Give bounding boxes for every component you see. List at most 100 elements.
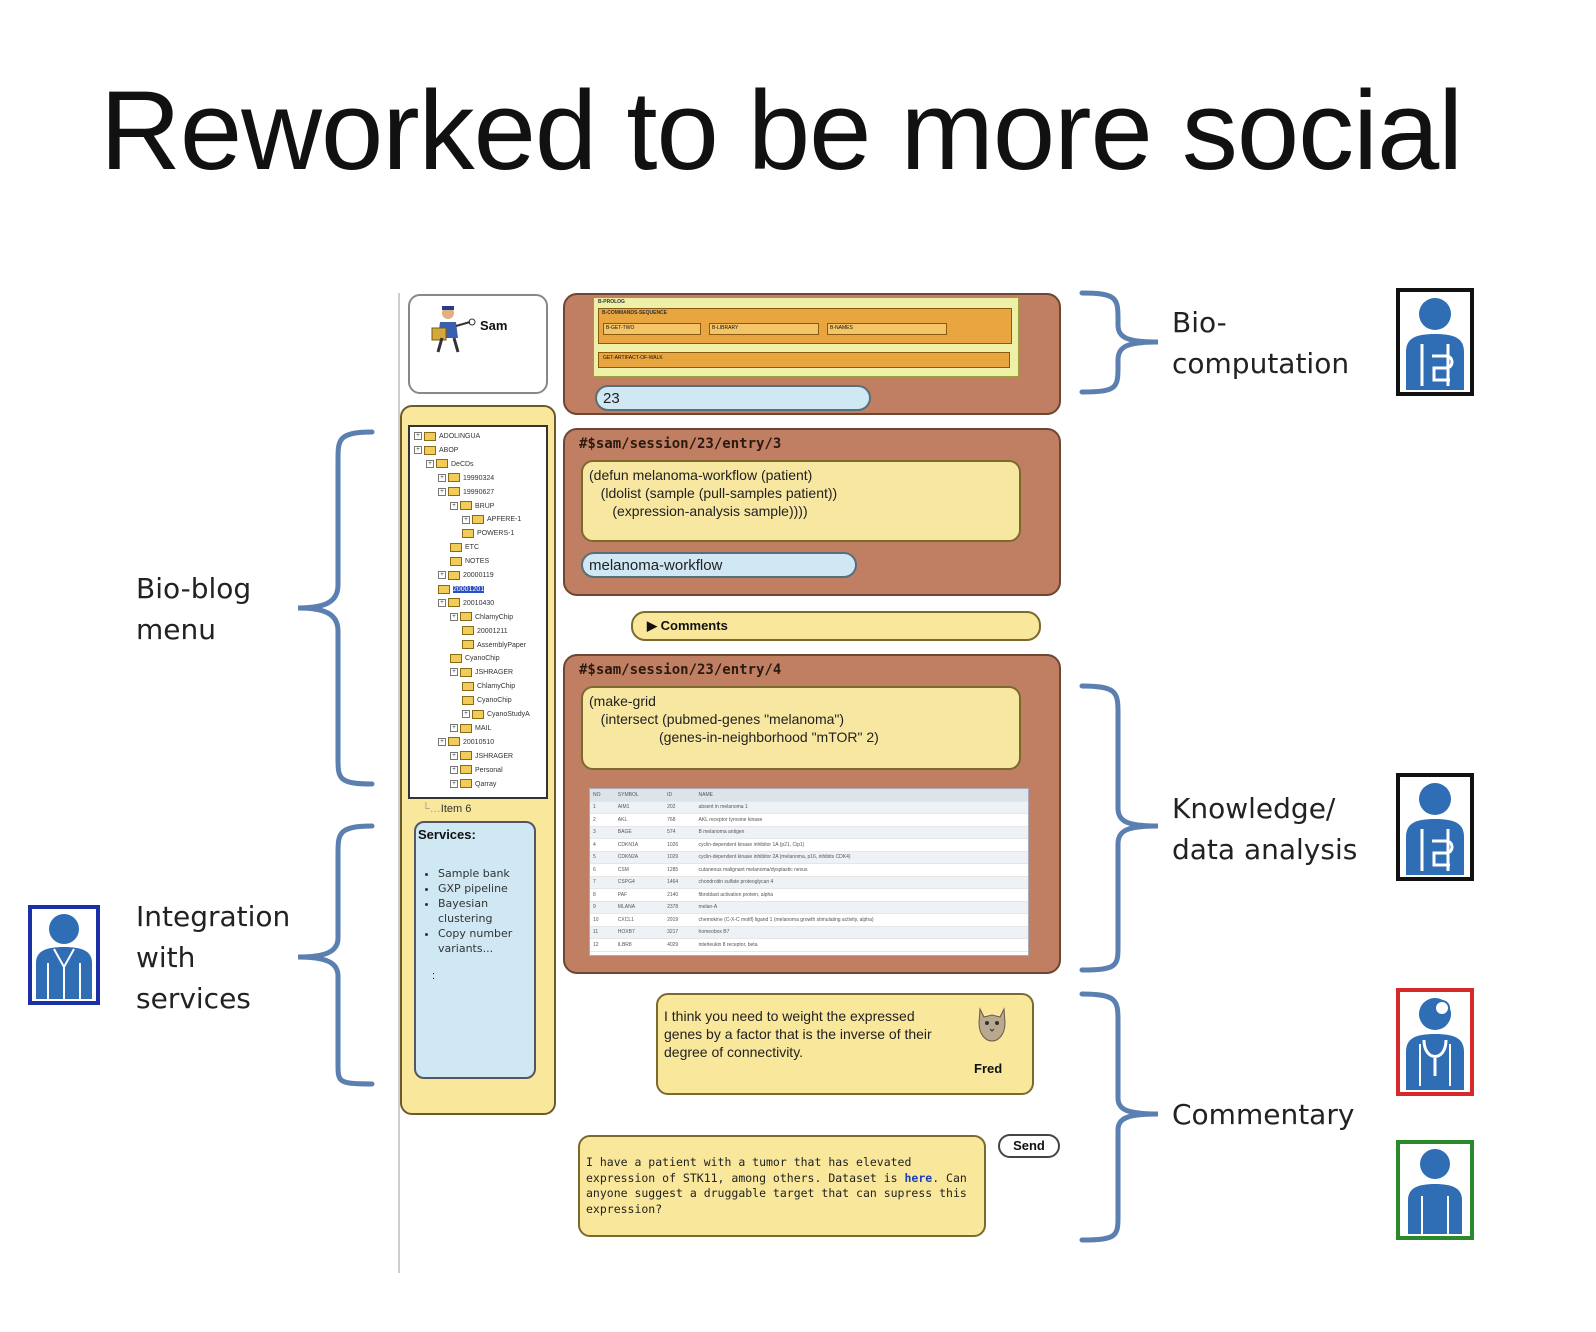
program-node[interactable]: B-GET-TWO [603,323,701,335]
table-cell: cutaneous malignant melanoma/dysplastic … [695,863,1028,877]
table-cell: cyclin-dependent kinase inhibitor 2A (me… [695,851,1028,864]
table-cell: cyclin-dependent kinase inhibitor 1A (p2… [695,838,1028,852]
tree-folder-item[interactable]: +BRUP [450,501,494,513]
tree-folder-item[interactable]: +ChlamyChip [450,612,513,624]
expand-toggle-icon[interactable]: + [450,501,458,510]
tree-folder-item[interactable]: +DeCDs [426,459,474,471]
expand-toggle-icon[interactable]: + [450,765,458,774]
profile-avatar-icon [431,306,476,353]
expand-toggle-icon[interactable]: + [438,737,446,746]
folder-icon [472,515,484,525]
folder-icon [462,626,474,636]
expand-toggle-icon[interactable]: + [450,612,458,621]
tree-folder-item[interactable]: +CyanoStudyA [462,709,530,721]
expand-toggle-icon[interactable]: + [438,487,446,496]
expand-toggle-icon[interactable]: + [450,668,458,677]
entry-path[interactable]: #$sam/session/23/entry/4 [579,662,782,678]
label-line: data analysis [1172,833,1358,866]
expand-toggle-icon[interactable]: + [438,598,446,607]
service-item[interactable]: Copy number variants... [438,926,534,956]
dataset-link[interactable]: here [904,1170,933,1185]
tree-folder-item[interactable]: 20001201 [438,584,485,596]
tree-folder-label: ETC [465,544,479,552]
program-node[interactable]: GET-ARTIFACT-OF-WALK [598,352,1010,368]
tree-folder-item[interactable]: POWERS-1 [462,528,514,540]
expand-toggle-icon[interactable]: + [414,432,422,441]
tree-folder-item[interactable]: 20001211 [462,626,508,638]
label-line: services [136,982,251,1015]
service-item[interactable]: Sample bank [438,866,534,881]
expand-toggle-icon[interactable]: + [462,710,470,719]
label-line: menu [136,613,216,646]
tree-folder-item[interactable]: +Personal [450,765,503,777]
tree-folder-item[interactable]: ChlamyChip [462,681,515,693]
blog-tree[interactable]: +ADOLINGUA+ABOP+DeCDs+19990324+19990627+… [408,425,548,799]
tree-folder-item[interactable]: +JSHRAGER [450,751,513,763]
table-cell: AIM1 [614,801,665,814]
grid-col-header[interactable]: NO [590,789,615,802]
tree-folder-item[interactable]: +20010510 [438,737,494,749]
entry-path[interactable]: #$sam/session/23/entry/3 [579,436,782,452]
table-cell: B melanoma antigen [695,826,1028,839]
tree-folder-item[interactable]: +Qarray [450,779,496,791]
grid-col-header[interactable]: NAME [695,789,1028,802]
visual-program[interactable]: B-PROLOG B-COMMANDS-SEQUENCE B-GET-TWO B… [593,297,1019,377]
tree-folder-item[interactable]: +JSHRAGER [450,667,513,679]
tree-folder-item[interactable]: AssemblyPaper [462,640,526,652]
tree-folder-item[interactable]: +MAIL [450,723,491,735]
tree-footer-item[interactable]: └…Item 6 [422,803,472,815]
profile-card[interactable]: Sam [408,294,548,394]
tree-folder-item[interactable]: +ADOLINGUA [414,431,480,443]
tree-folder-item[interactable]: CyanoChip [450,653,500,665]
expand-toggle-icon[interactable]: + [450,724,458,733]
table-cell: melan-A [695,901,1028,914]
expand-toggle-icon[interactable]: + [450,779,458,788]
grid-col-header[interactable]: SYMBOL [614,789,665,802]
entry-code[interactable]: (defun melanoma-workflow (patient) (ldol… [581,460,1021,542]
table-cell: AKL [614,813,665,827]
expand-toggle-icon[interactable]: + [438,571,446,580]
compose-message[interactable]: I have a patient with a tumor that has e… [578,1135,986,1237]
table-cell: BAGE [614,826,665,839]
services-list: Sample bank GXP pipeline Bayesian cluste… [416,866,534,956]
expand-toggle-icon[interactable]: + [462,515,470,524]
service-item[interactable]: Bayesian clustering [438,896,534,926]
expand-toggle-icon[interactable]: + [426,459,434,468]
expand-toggle-icon[interactable]: + [438,473,446,482]
label-knowledge: Knowledge/ data analysis [1172,788,1357,870]
expand-toggle-icon[interactable]: + [414,446,422,455]
tree-folder-item[interactable]: CyanoChip [462,695,512,707]
service-item[interactable]: GXP pipeline [438,881,534,896]
table-cell: homeobox B7 [695,926,1028,939]
tree-folder-item[interactable]: +19990627 [438,487,494,499]
tree-folder-item[interactable]: +20010430 [438,598,494,610]
tree-folder-item[interactable]: NOTES [450,556,489,568]
entry-code[interactable]: (make-grid (intersect (pubmed-genes "mel… [581,686,1021,770]
program-node[interactable]: B-LIBRARY [709,323,819,335]
tree-folder-item[interactable]: ETC [450,542,479,554]
code-line: (defun melanoma-workflow (patient) [589,467,813,483]
comments-toggle[interactable]: ▶ Comments [631,611,1041,641]
grid-col-header[interactable]: ID [664,789,696,802]
table-cell: CSM [614,863,665,877]
send-button[interactable]: Send [998,1134,1060,1158]
expand-toggle-icon[interactable]: + [450,751,458,760]
tree-folder-item[interactable]: +19990324 [438,473,494,485]
tree-folder-item[interactable]: +ABOP [414,445,458,457]
program-node[interactable]: B-NAMES [827,323,947,335]
tree-folder-item[interactable]: +APFERE-1 [462,514,521,526]
tree-folder-item[interactable]: +20000119 [438,570,494,582]
